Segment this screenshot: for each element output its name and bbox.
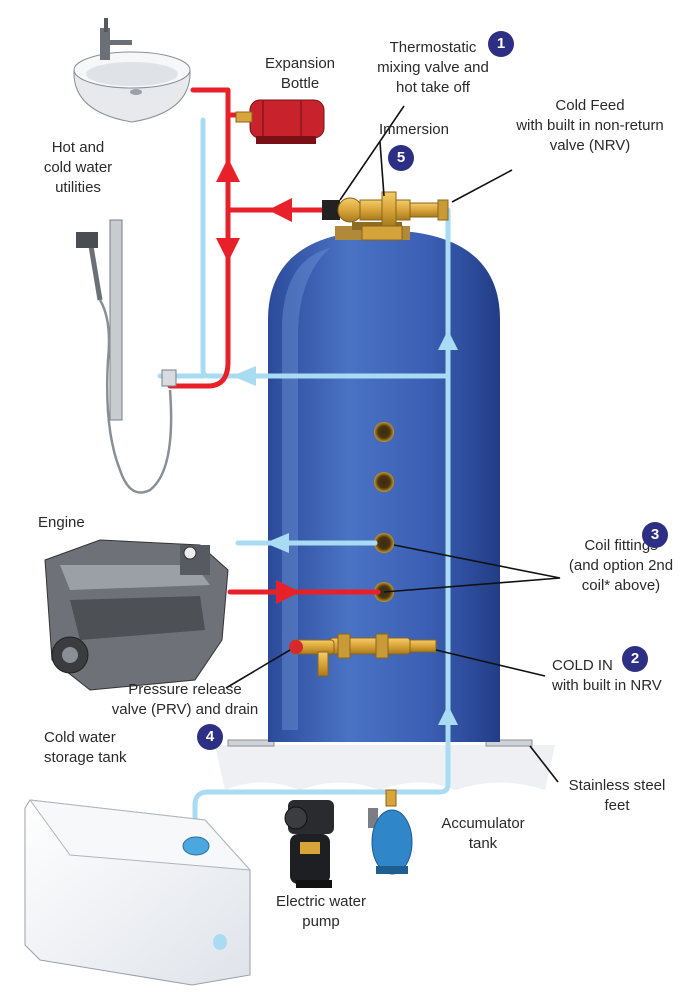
hot-arrow-left: [268, 198, 292, 222]
cold-arrow-left-2: [265, 533, 289, 553]
pump-icon: [284, 800, 334, 888]
cold-in-valve-icon: [329, 633, 437, 659]
fitting-hole-2: [374, 472, 394, 492]
coil-fitting-upper: [374, 533, 394, 553]
hot-arrow-up: [216, 158, 240, 182]
shower-icon: [76, 219, 177, 494]
hot-arrow-right: [276, 580, 300, 604]
cold-arrow-up-2: [438, 705, 458, 725]
accumulator-icon: [368, 789, 413, 875]
cylinder-highlight: [282, 248, 330, 730]
badge-3: 3: [642, 522, 668, 548]
hot-arrow-down: [216, 238, 240, 262]
basin-icon: [73, 18, 191, 123]
floor-shadow: [215, 745, 555, 790]
label-engine: Engine: [38, 514, 85, 531]
badge-4: 4: [197, 724, 223, 750]
cold-arrow-left-1: [232, 366, 256, 386]
immersion-icon: [361, 225, 403, 241]
stainless-foot-right: [485, 739, 533, 747]
stainless-foot-left: [227, 739, 275, 747]
label-immersion: Immersion: [378, 121, 449, 138]
badge-5: 5: [388, 145, 414, 171]
fitting-hole-1: [374, 422, 394, 442]
cold-arrow-up-1: [438, 330, 458, 350]
engine-icon: [44, 539, 229, 691]
badge-2: 2: [622, 646, 648, 672]
expansion-bottle-icon: [235, 99, 325, 144]
storage-tank-icon: [24, 799, 252, 986]
leader-lines: [225, 105, 561, 783]
badge-1: 1: [488, 31, 514, 57]
prv-valve-icon: [289, 639, 335, 677]
